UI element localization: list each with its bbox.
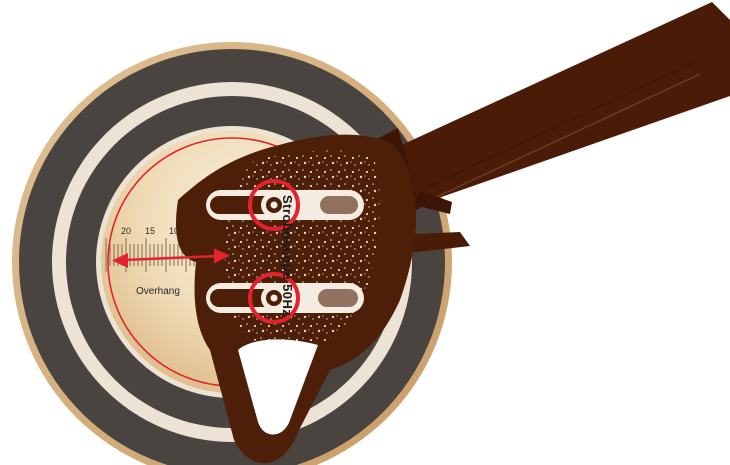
scale-number-15: 15 <box>145 226 155 236</box>
stroboscope-label: Stroboscope 50Hz <box>280 195 295 316</box>
overhang-label: Overhang <box>136 286 180 297</box>
scale-number-20: 20 <box>121 226 131 236</box>
